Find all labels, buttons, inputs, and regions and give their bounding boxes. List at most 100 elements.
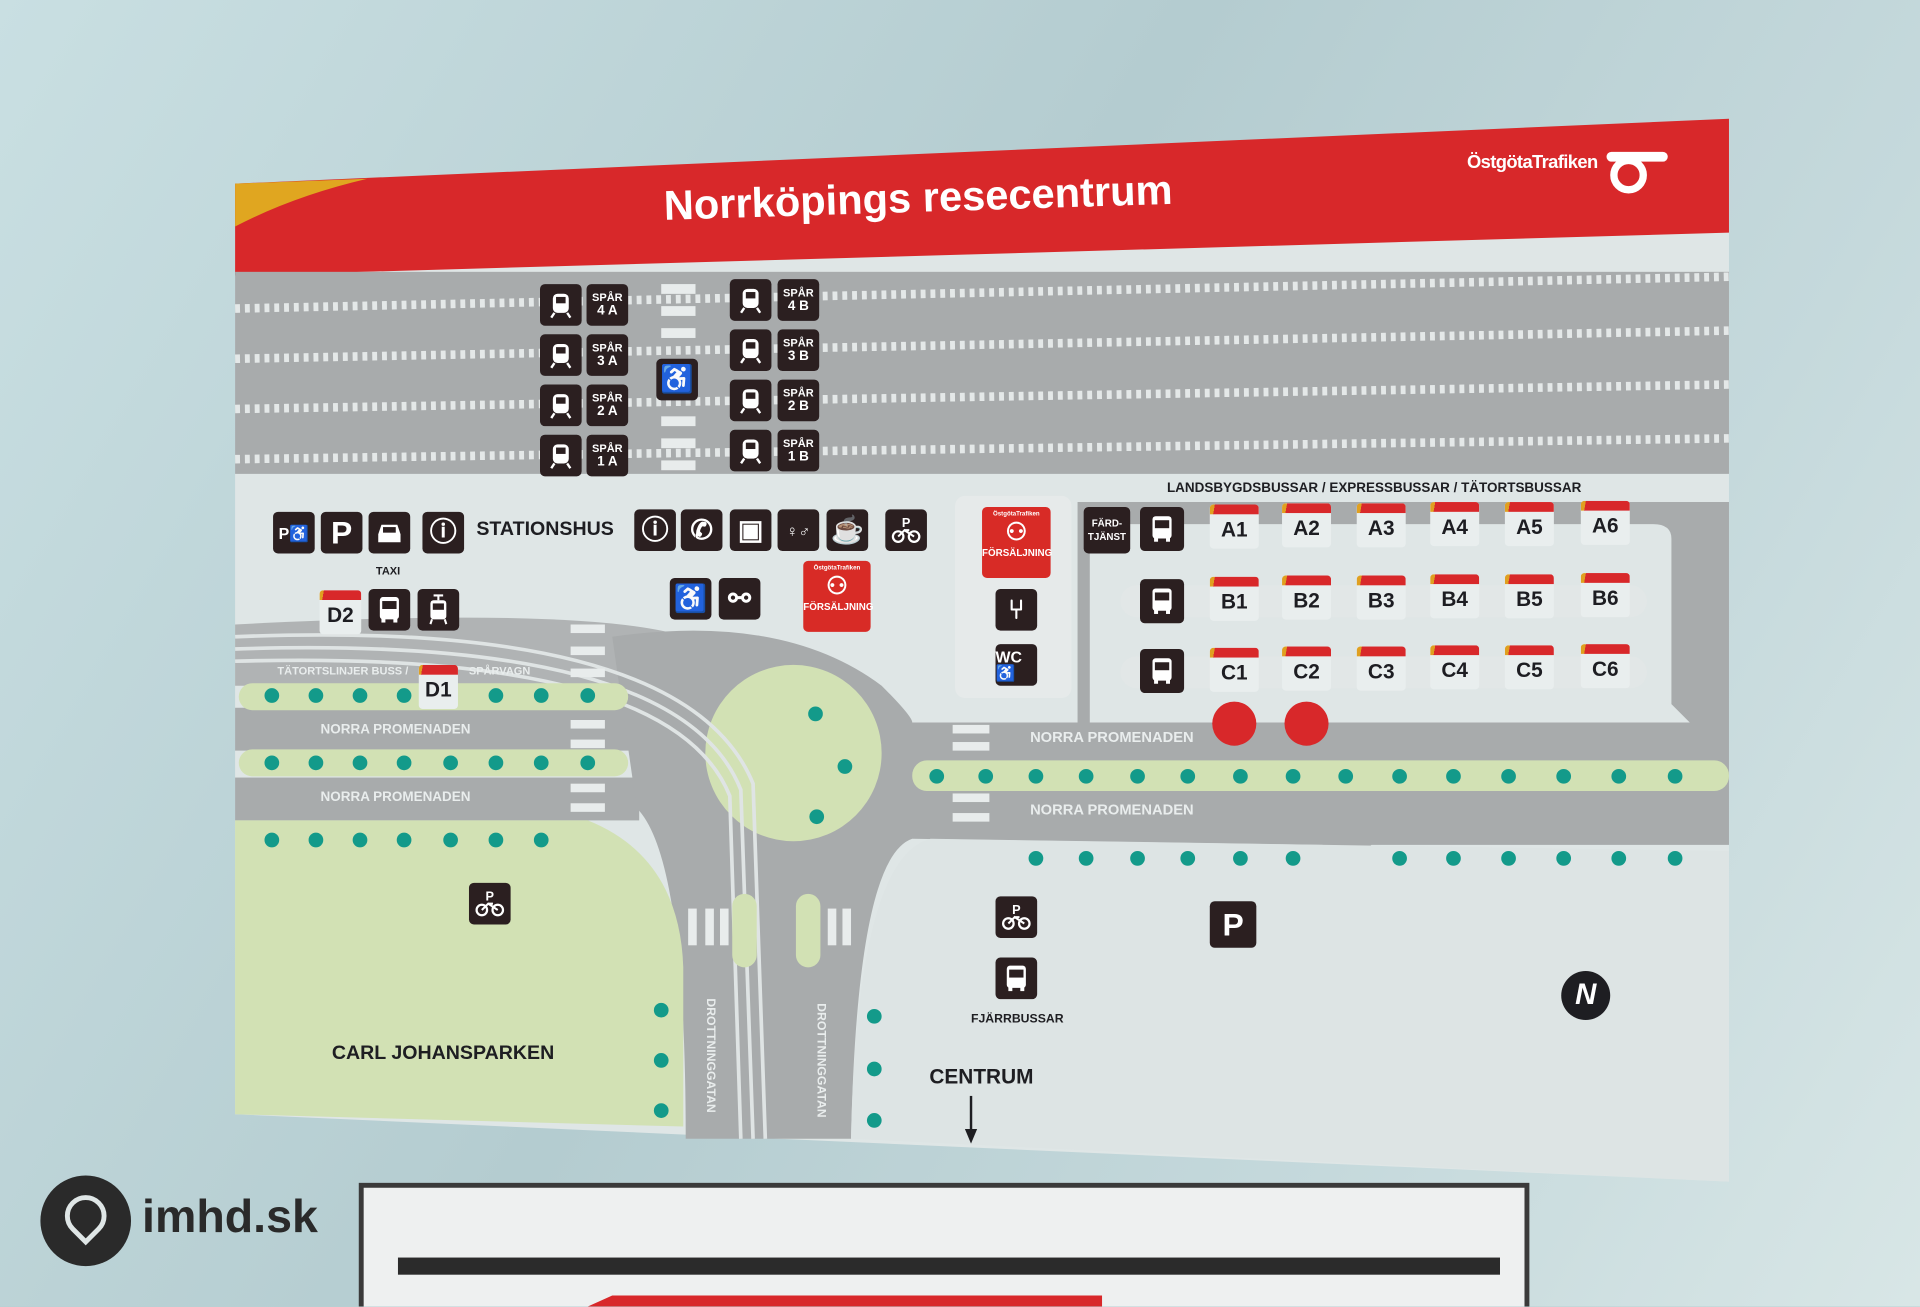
tree-dot	[866, 1061, 882, 1077]
train-icon	[729, 379, 772, 422]
tree-dot	[488, 755, 504, 771]
train-icon	[540, 434, 582, 477]
track-word: SPÅR	[592, 391, 623, 405]
stop-label: A3	[1367, 516, 1395, 540]
stop-label: C4	[1441, 659, 1468, 683]
tree-dot	[929, 768, 945, 784]
bus-stop-a6: A6	[1580, 500, 1630, 545]
stop-label: A5	[1516, 515, 1543, 539]
sales-point-2: ÖstgötaTrafiken ⚇ FÖRSÄLJNING	[982, 506, 1053, 578]
tree-dot	[978, 768, 994, 784]
track-number: 1 A	[597, 454, 618, 469]
north-compass: N	[1561, 971, 1611, 1021]
track-word: SPÅR	[592, 341, 623, 354]
tree-dot	[308, 832, 324, 848]
stop-label: B4	[1441, 587, 1468, 612]
street-norra-promenaden: NORRA PROMENADEN	[1030, 728, 1194, 746]
bus-stop-a3: A3	[1356, 503, 1406, 548]
platform-crosswalk	[661, 284, 696, 471]
tree-dot	[1501, 768, 1516, 784]
street-norra-promenaden: NORRA PROMENADEN	[320, 789, 471, 805]
bus-icon	[995, 957, 1038, 1000]
sales-point-1: ÖstgötaTrafiken ⚇ FÖRSÄLJNING	[803, 560, 873, 632]
tree-dot	[1446, 768, 1461, 784]
tree-dot	[1180, 768, 1196, 784]
tree-dot	[352, 755, 368, 771]
local-bus-label: TÄTORTSLINJER BUSS /	[277, 664, 409, 678]
tree-dot	[1501, 851, 1516, 866]
tree-dot	[352, 688, 368, 703]
coffee-icon: ☕	[826, 509, 869, 552]
tree-dot	[443, 755, 458, 771]
tree-dot	[488, 688, 504, 703]
tree-dot	[1028, 851, 1044, 866]
stop-d1: D1	[418, 664, 458, 709]
bus-icon	[1140, 648, 1185, 694]
tree-dot	[1233, 851, 1248, 866]
tree-dot	[533, 755, 549, 771]
terminal-heading: LANDSBYGDSBUSSAR / EXPRESSBUSSAR / TÄTOR…	[1166, 481, 1582, 496]
stop-label: D2	[327, 603, 354, 627]
wheelchair-icon: ♿	[656, 358, 698, 401]
bus-stop-c5: C5	[1504, 644, 1554, 689]
stop-marker	[1212, 701, 1257, 746]
stop-d2: D2	[319, 590, 362, 635]
tree-dot	[1285, 851, 1301, 866]
brand-logo-text: ÖstgötaTrafiken	[1466, 151, 1598, 173]
bus-icon	[368, 588, 411, 631]
tree-dot	[653, 1053, 669, 1068]
tree-dot	[1028, 768, 1044, 784]
tree-dot	[1338, 768, 1354, 784]
tree-dot	[264, 688, 280, 703]
track-word: SPÅR	[592, 442, 623, 455]
phone-icon: ✆	[680, 509, 723, 552]
track-number: 2 B	[787, 399, 809, 414]
blind-icon: ⚯	[718, 577, 761, 620]
sales-counter-icon: ⚇	[1005, 519, 1028, 547]
tree-dot	[1392, 768, 1407, 784]
sales-brand: ÖstgötaTrafiken	[813, 564, 861, 572]
tree-dot	[1130, 768, 1145, 784]
imhd-logo-icon	[40, 1175, 132, 1267]
tree-dot	[1556, 851, 1572, 866]
disabledP-icon: P♿	[273, 511, 315, 554]
bus-stop-b4: B4	[1430, 574, 1480, 619]
bus-stop-a4: A4	[1430, 502, 1480, 547]
tree-dot	[1078, 851, 1094, 866]
bus-icon	[1140, 579, 1185, 624]
tree-dot	[1392, 851, 1407, 866]
tree-dot	[443, 832, 458, 848]
wheelchair-icon: ♿	[669, 577, 712, 620]
tree-dot	[1556, 768, 1572, 784]
tree-dot	[1446, 851, 1461, 866]
watermark-text: imhd.sk	[142, 1191, 318, 1243]
tree-dot	[1078, 768, 1094, 784]
seat-icon: ⑂	[995, 588, 1038, 631]
stop-label: A1	[1220, 517, 1248, 542]
tree-dot	[866, 1008, 882, 1024]
track-word: SPÅR	[783, 336, 814, 349]
tree-dot	[396, 755, 412, 771]
street-norra-promenaden: NORRA PROMENADEN	[1030, 800, 1194, 818]
track-word: SPÅR	[783, 437, 814, 450]
stop-label: C1	[1220, 661, 1248, 685]
bus-stop-b3: B3	[1356, 575, 1406, 620]
tram-icon	[417, 588, 460, 631]
tree-dot	[308, 755, 324, 771]
tree-dot	[488, 832, 504, 848]
stop-label: A6	[1591, 514, 1619, 538]
stop-label: B5	[1516, 587, 1543, 611]
parking-icon: P	[1209, 901, 1257, 948]
bike-icon: P	[995, 896, 1038, 938]
track-area	[235, 271, 1729, 474]
sales-label: FÖRSÄLJNING	[982, 547, 1053, 559]
street-drottninggatan: DROTTNINGGATAN	[703, 998, 717, 1113]
svg-text:P: P	[486, 888, 495, 903]
lower-area	[851, 838, 1729, 1182]
centrum-label: CENTRUM	[929, 1065, 1034, 1089]
